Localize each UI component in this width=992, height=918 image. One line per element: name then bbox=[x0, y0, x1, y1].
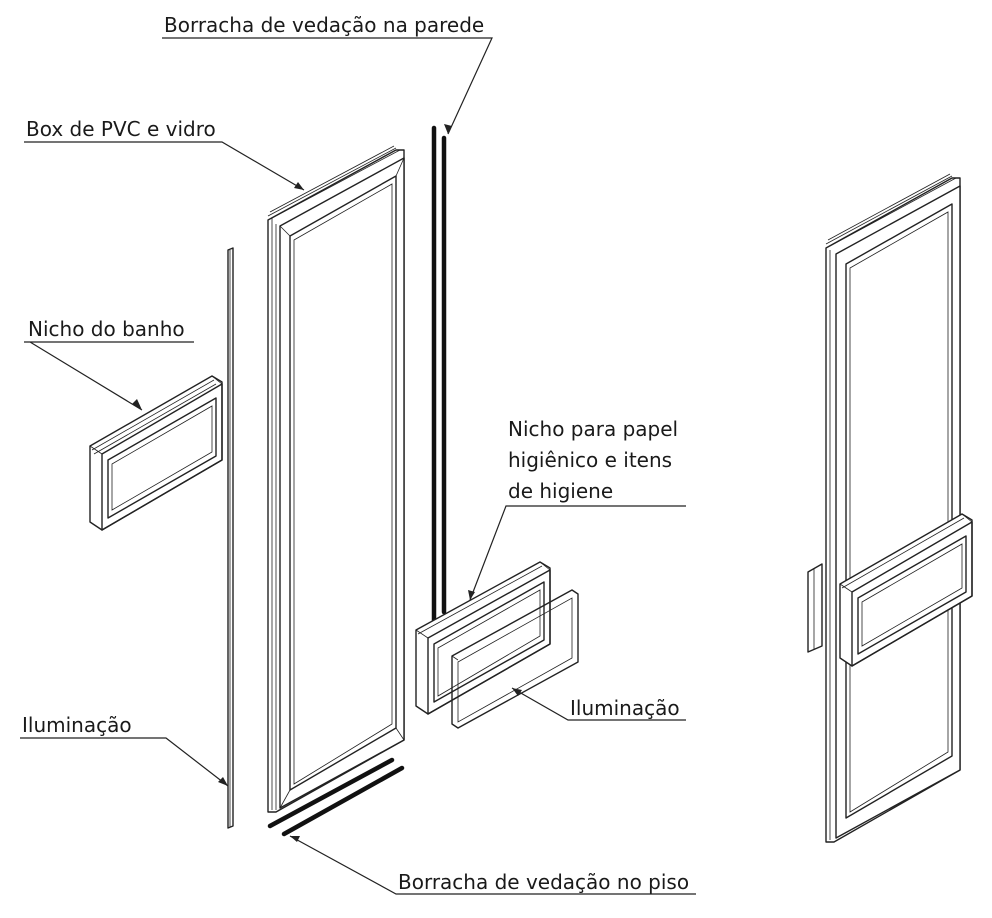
label-bath-niche: Nicho do banho bbox=[28, 317, 185, 341]
bath-niche bbox=[89, 375, 223, 531]
label-lighting-left: Iluminação bbox=[22, 713, 132, 737]
assembled-view bbox=[807, 173, 973, 843]
wall-seal-rubber bbox=[431, 125, 447, 623]
paper-niche bbox=[415, 561, 551, 715]
leader-arrowheads bbox=[132, 124, 522, 842]
label-floor-seal: Borracha de vedação no piso bbox=[398, 870, 689, 894]
label-paper-niche-line2: higiênico e itens bbox=[508, 448, 672, 472]
leader-lines bbox=[20, 37, 696, 895]
label-box: Box de PVC e vidro bbox=[26, 117, 216, 141]
label-wall-seal: Borracha de vedação na parede bbox=[164, 13, 484, 37]
pvc-glass-box-panel bbox=[267, 145, 405, 813]
left-lighting-strip bbox=[227, 247, 234, 829]
floor-seal-rubber bbox=[267, 757, 405, 837]
label-paper-niche-line1: Nicho para papel bbox=[508, 417, 678, 441]
right-lighting-frame bbox=[451, 589, 579, 729]
label-lighting-right: Iluminação bbox=[570, 696, 680, 720]
label-paper-niche-line3: de higiene bbox=[508, 479, 613, 503]
